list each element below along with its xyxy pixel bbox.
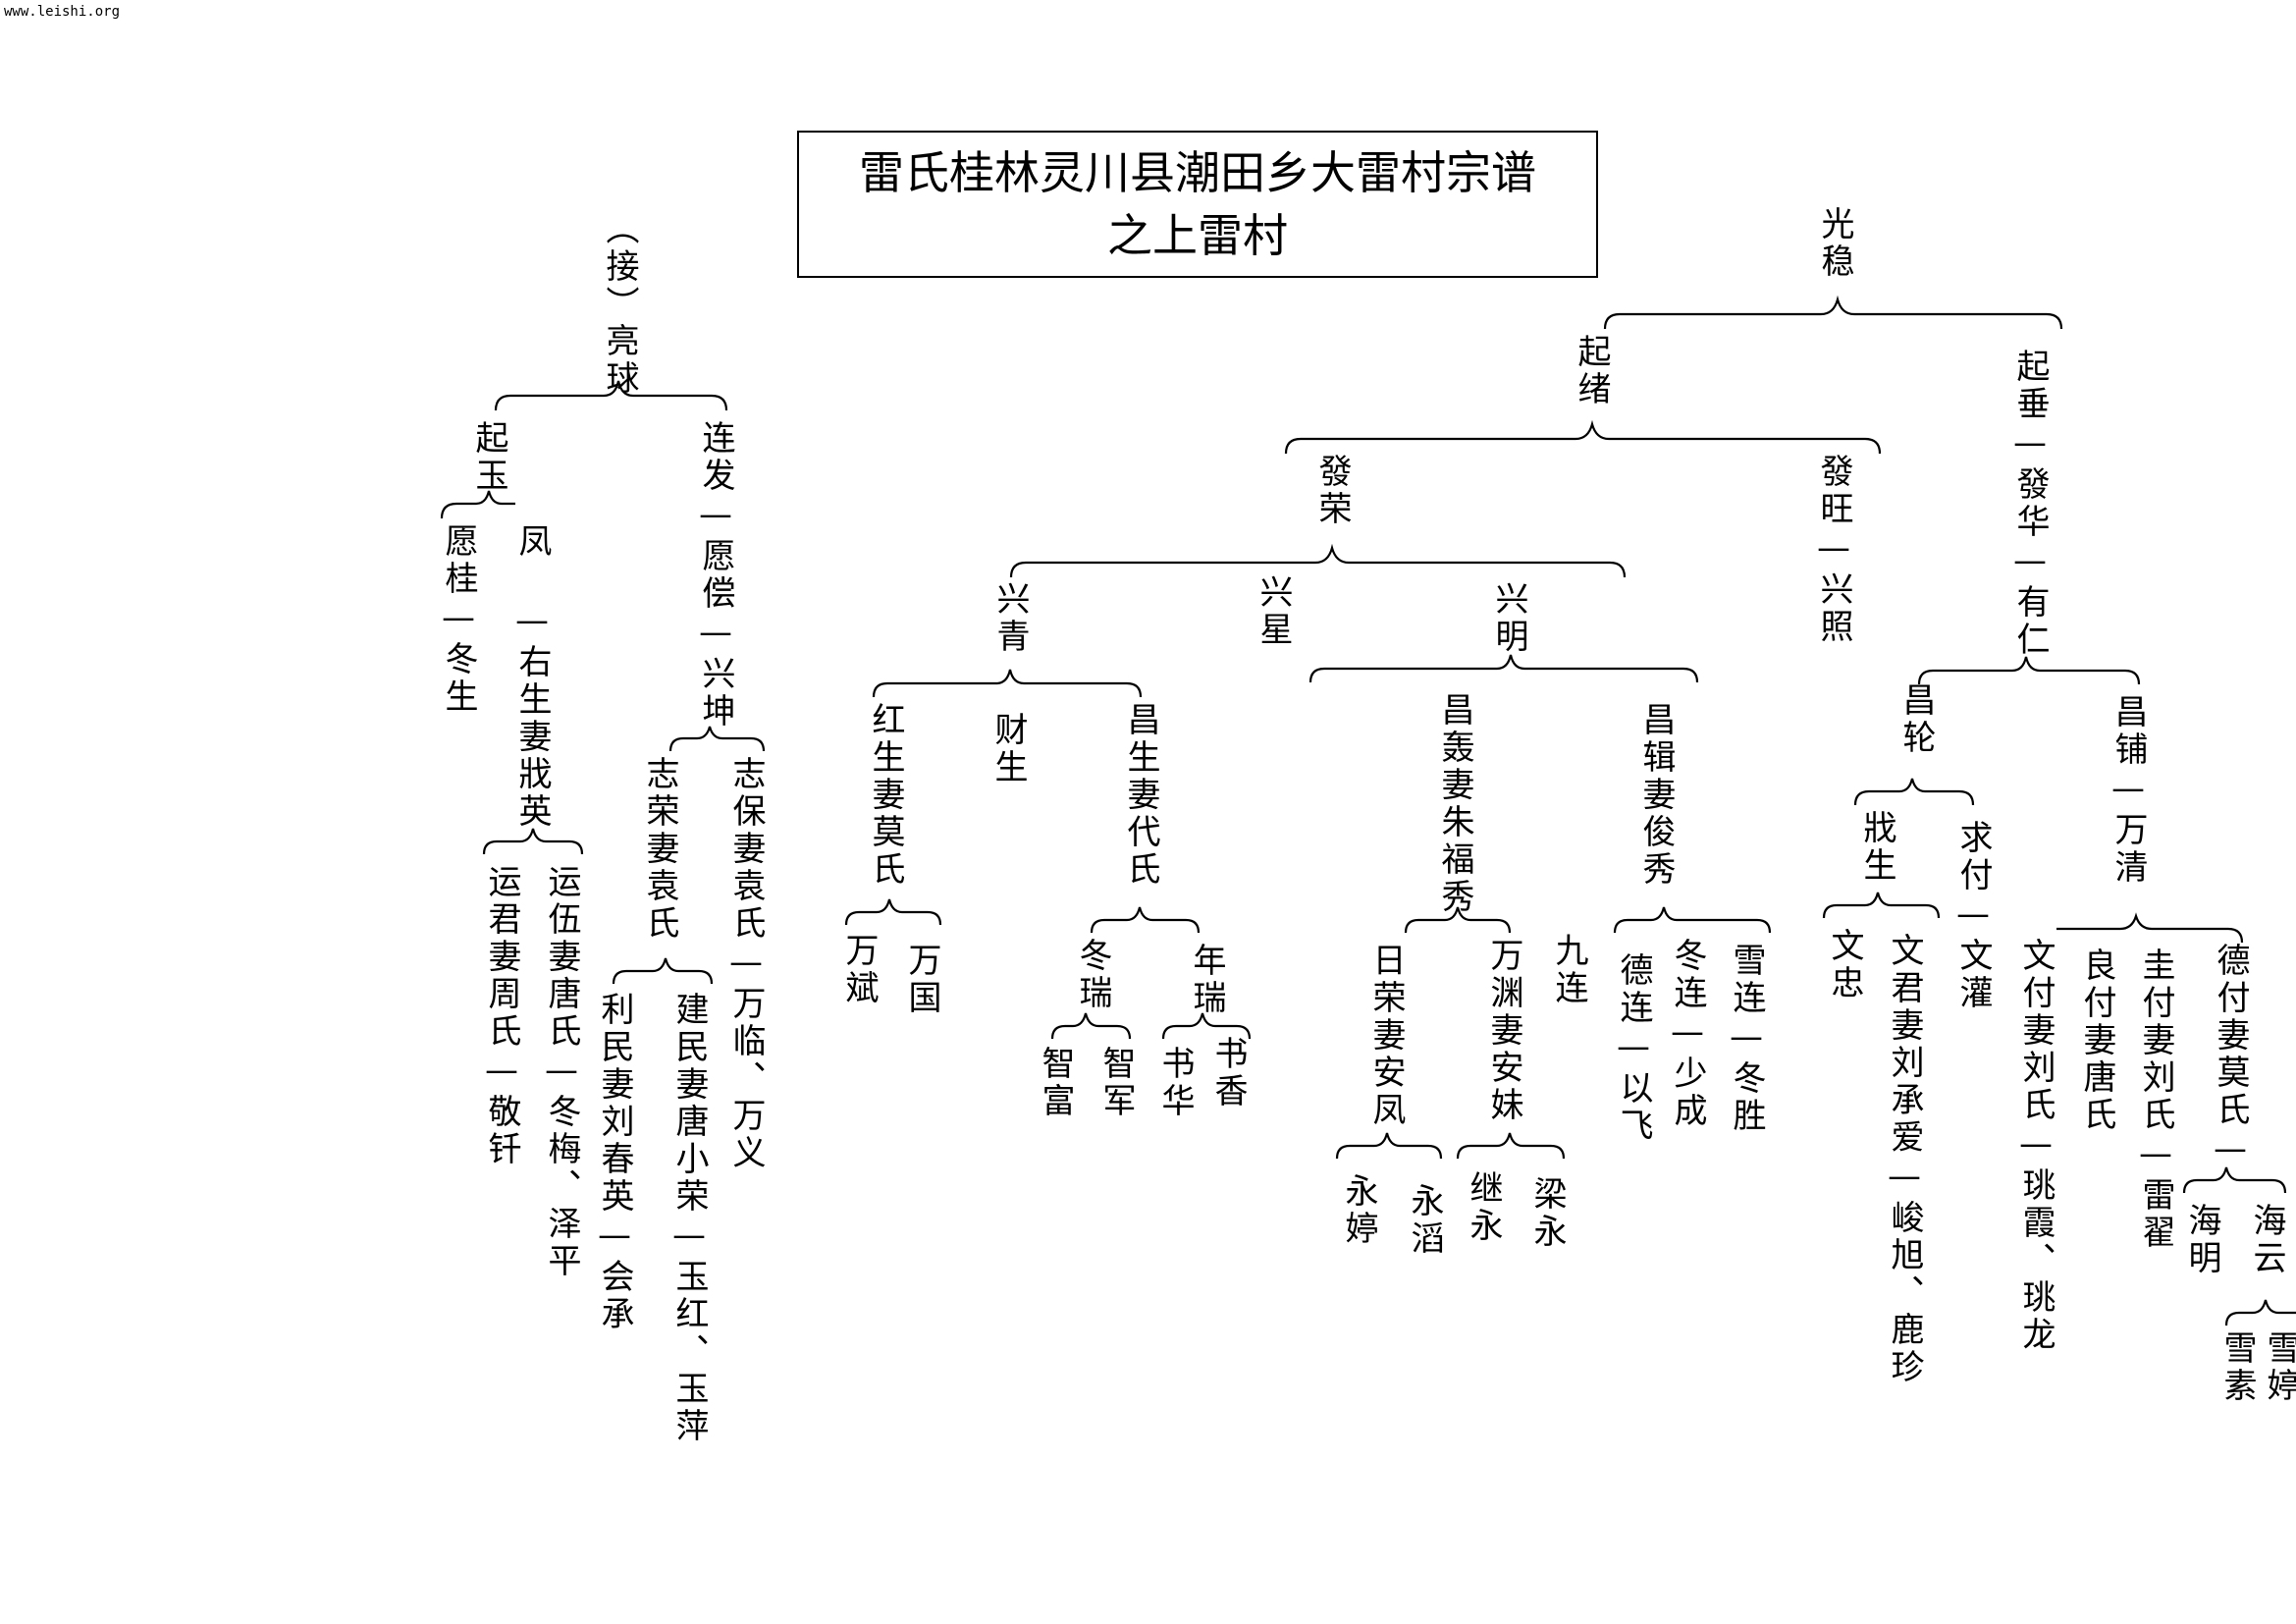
node-xueting: 雪婷 xyxy=(2261,1330,2296,1405)
brace-nianrui xyxy=(1161,1012,1252,1040)
node-changpu-chain: 昌铺—万清 xyxy=(2109,694,2148,887)
node-jiansheng: 戕生 xyxy=(1857,810,1896,885)
node-donglian: 冬连—少成 xyxy=(1668,938,1707,1130)
node-xingqing: 兴青 xyxy=(990,581,1030,656)
node-wenfu: 文付妻刘氏—珧霞、珧龙 xyxy=(2016,938,2056,1354)
node-jianmin: 建民妻唐小荣—玉红、玉萍 xyxy=(669,992,709,1445)
brace-rirong xyxy=(1335,1132,1443,1160)
node-yongting: 永婷 xyxy=(1339,1173,1378,1248)
node-jiyong: 继永 xyxy=(1464,1170,1503,1245)
node-shuhua: 书华 xyxy=(1155,1046,1195,1120)
brace-xingkun xyxy=(668,726,766,752)
node-qichui-chain: 起垂—發华—有仁 xyxy=(2010,349,2050,659)
brace-defu xyxy=(2182,1166,2287,1194)
node-liangqiu: （接）亮球 xyxy=(600,211,639,398)
node-haiyun: 海云 xyxy=(2247,1203,2286,1277)
node-zhirong: 志荣妻袁氏 xyxy=(640,756,679,943)
node-haiming: 海明 xyxy=(2182,1203,2221,1277)
node-wenzhong: 文忠 xyxy=(1825,928,1864,1002)
brace-changzhen xyxy=(1404,906,1512,934)
brace-haiyun xyxy=(2224,1299,2296,1326)
node-xingxing: 兴星 xyxy=(1254,574,1293,649)
node-qiufu-chain: 求付—文灌 xyxy=(1953,820,1993,1012)
node-changji: 昌辑妻俊秀 xyxy=(1636,702,1676,889)
brace-wanyuan xyxy=(1456,1132,1566,1160)
brace-dongrui xyxy=(1050,1012,1132,1040)
brace-wanqing xyxy=(2056,912,2244,944)
node-yongtao: 永滔 xyxy=(1405,1183,1444,1258)
brace-liangqiu xyxy=(494,380,728,411)
brace-hongsheng xyxy=(844,898,942,926)
node-changlun: 昌轮 xyxy=(1896,682,1936,757)
node-guangwen: 光稳 xyxy=(1815,206,1854,281)
node-rirong: 日荣妻安凤 xyxy=(1366,943,1406,1129)
node-defu: 德付妻莫氏— xyxy=(2211,943,2250,1172)
brace-qiyu xyxy=(440,490,515,519)
brace-youren xyxy=(1917,656,2141,685)
node-liangyong: 梁永 xyxy=(1527,1176,1567,1251)
title-line-1: 雷氏桂林灵川县潮田乡大雷村宗谱 xyxy=(859,146,1536,199)
brace-qixu xyxy=(1284,419,1882,455)
node-jiulian: 九连 xyxy=(1549,933,1588,1007)
node-farong: 發荣 xyxy=(1312,454,1352,528)
node-zhijun: 智军 xyxy=(1096,1046,1136,1120)
node-guifu: 圭付妻刘氏—雷翟 xyxy=(2136,947,2175,1252)
brace-changsheng xyxy=(1090,906,1201,934)
node-xuesu: 雪素 xyxy=(2217,1330,2257,1405)
node-limin: 利民妻刘春英—会承 xyxy=(595,992,634,1333)
node-delian: 德连—以飞 xyxy=(1614,952,1653,1145)
node-hongsheng: 红生妻莫氏 xyxy=(866,702,905,889)
node-zhibao: 志保妻袁氏—万临、万义 xyxy=(726,756,766,1172)
node-yunwu: 运伍妻唐氏—冬梅、泽平 xyxy=(542,864,581,1280)
node-changsheng: 昌生妻代氏 xyxy=(1121,702,1160,889)
title-box: 雷氏桂林灵川县潮田乡大雷村宗谱 之上雷村 xyxy=(797,131,1598,278)
node-liangfu: 良付妻唐氏 xyxy=(2077,947,2116,1134)
node-xingming: 兴明 xyxy=(1489,581,1528,656)
node-wanguo: 万国 xyxy=(902,943,941,1017)
node-fawang-chain: 發旺—兴照 xyxy=(1814,454,1853,646)
site-watermark: www.leishi.org xyxy=(4,4,121,20)
node-feng: 凤 xyxy=(512,523,552,561)
node-qixu: 起绪 xyxy=(1572,334,1611,408)
node-lianfa-chain: 连发—愿偿—兴坤 xyxy=(696,420,735,731)
brace-youshe xyxy=(482,828,584,855)
node-yunjun: 运君妻周氏—敬钎 xyxy=(482,864,521,1168)
brace-changlun xyxy=(1853,778,1975,806)
node-nianrui: 年瑞 xyxy=(1187,943,1226,1017)
node-wenjun: 文君妻刘承爱—峻旭、鹿珍 xyxy=(1885,933,1924,1386)
brace-farong xyxy=(1009,543,1627,578)
title-line-2: 之上雷村 xyxy=(1107,209,1288,262)
brace-xingqing xyxy=(872,669,1143,698)
node-shuxiang: 书香 xyxy=(1208,1036,1248,1110)
node-zhifu: 智富 xyxy=(1036,1046,1075,1120)
node-wanyuan: 万渊妻安妹 xyxy=(1484,938,1523,1124)
node-wanbin: 万斌 xyxy=(839,933,879,1007)
node-feng-chain: —右生妻戕英 xyxy=(512,601,552,831)
node-changzhen: 昌轰妻朱福秀 xyxy=(1435,692,1474,916)
brace-xingming xyxy=(1308,654,1699,683)
brace-jiansheng xyxy=(1822,892,1941,919)
node-xuelian: 雪连—冬胜 xyxy=(1727,943,1766,1135)
node-caisheng: 财生 xyxy=(988,712,1028,786)
node-qiyu: 起玉 xyxy=(469,420,508,495)
brace-zhirong xyxy=(612,957,714,985)
brace-changji xyxy=(1613,906,1772,934)
brace-guangwen xyxy=(1603,295,2063,330)
node-dongrui: 冬瑞 xyxy=(1073,938,1112,1012)
node-yuangui-chain: 愿桂—冬生 xyxy=(439,523,478,716)
